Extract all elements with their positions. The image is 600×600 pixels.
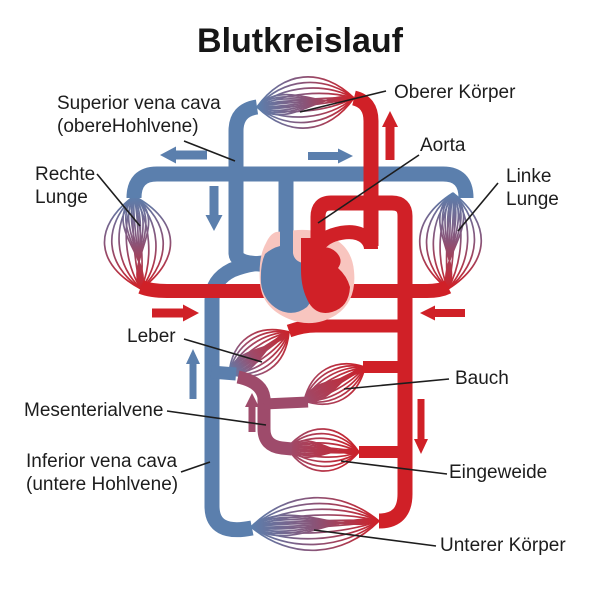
pulmonary-artery-tube <box>126 166 474 199</box>
capillary-strand <box>425 192 454 290</box>
leader-aorta <box>317 154 420 224</box>
leader-rechte-lunge <box>96 173 141 227</box>
capillary-strand <box>286 428 360 453</box>
flow-arrow-pulmonary-flow-left <box>160 146 207 164</box>
capillary-strand <box>256 95 355 116</box>
label-eingeweide: Eingeweide <box>449 462 548 483</box>
flow-arrow-aorta-flow-up <box>382 111 398 160</box>
label-line: (untere Hohlvene) <box>26 474 179 495</box>
capillary-strand <box>256 97 355 129</box>
leader-bauch <box>343 378 450 390</box>
label-unterer-koerper: Unterer Körper <box>440 535 566 556</box>
flow-arrow-svc-flow-down <box>205 186 223 231</box>
leader-unterer-koerper <box>313 529 437 547</box>
flow-arrow-pulmonary-flow-right <box>308 148 353 164</box>
leader-oberer-koerper <box>299 90 387 113</box>
flow-arrows-layer <box>152 111 465 454</box>
leader-eingeweide <box>340 460 448 475</box>
capillary-strand <box>303 366 366 406</box>
leader-leber <box>183 338 263 363</box>
capillary-strand <box>103 195 142 290</box>
label-line: Inferior vena cava <box>26 451 178 472</box>
mesenteric-branch-tube <box>263 396 309 410</box>
flow-arrow-aorta-flow-down <box>414 399 428 454</box>
heart-right-chambers <box>260 229 313 313</box>
pulmonary-vein-right-tube <box>328 280 452 298</box>
capillary-fan-rechte-lunge <box>103 195 172 290</box>
label-oberer-koerper: Oberer Körper <box>394 82 516 103</box>
flow-arrow-pulmonary-vein-flow-right <box>152 304 199 322</box>
leader-inferior-vena-cava <box>180 461 211 473</box>
superior-vena-cava-tube <box>228 99 269 273</box>
capillary-fan-bauch <box>303 362 366 406</box>
capillary-strand <box>447 192 483 290</box>
capillary-strand <box>286 447 360 472</box>
capillary-fan-linke-lunge <box>418 192 483 290</box>
label-leber: Leber <box>127 326 176 347</box>
aorta-heart-exit-tube <box>307 225 378 261</box>
label-line: Rechte <box>35 164 96 185</box>
capillary-fan-leber <box>228 328 290 378</box>
label-line: Lunge <box>35 187 88 208</box>
capillary-strand <box>256 76 355 108</box>
capillary-strand <box>228 331 290 375</box>
leader-lines <box>96 90 499 547</box>
capillary-fan-eingeweide <box>286 428 360 472</box>
capillary-strand <box>228 328 290 375</box>
aortic-arch-descending-tube <box>310 195 413 529</box>
capillary-strand <box>418 192 454 290</box>
capillary-strand <box>303 366 366 403</box>
label-bauch: Bauch <box>455 368 509 389</box>
label-inferior-vena-cava: Inferior vena cava (untere Hohlvene) <box>26 450 178 496</box>
label-line: Linke <box>506 166 552 187</box>
capillary-fans-layer <box>103 76 483 552</box>
label-mesenterialvene: Mesenterialvene <box>24 400 164 421</box>
label-line: Superior vena cava <box>57 93 221 114</box>
hepatic-artery-tube <box>286 319 404 338</box>
label-aorta: Aorta <box>420 135 466 156</box>
capillary-strand <box>133 195 172 290</box>
capillary-strand <box>447 192 476 290</box>
label-rechte-lunge: Rechte Lunge <box>35 163 95 209</box>
capillary-strand <box>250 520 380 552</box>
capillary-strand <box>303 362 366 402</box>
capillary-strand <box>122 195 144 290</box>
diagram-title: Blutkreislauf <box>197 22 403 60</box>
heart <box>259 229 355 324</box>
flow-arrow-ivc-flow-up <box>186 349 200 399</box>
label-superior-vena-cava: Superior vena cava (obereHohlvene) <box>57 92 221 138</box>
vessels-layer <box>126 99 474 538</box>
capillary-strand <box>439 192 454 290</box>
flow-arrow-portal-flow-up <box>245 393 259 432</box>
capillary-strand <box>250 502 380 528</box>
capillary-strand <box>133 195 164 290</box>
capillary-fan-unterer-koerper <box>250 496 380 552</box>
capillary-fan-oberer-koerper <box>256 76 355 129</box>
pulmonary-vein-left-tube <box>138 280 292 298</box>
capillary-strand <box>250 496 380 528</box>
aorta-group <box>307 90 413 529</box>
aorta-to-upper-body-tube <box>351 90 379 246</box>
capillary-strand <box>250 520 380 546</box>
leader-linke-lunge <box>457 182 499 232</box>
label-linke-lunge: Linke Lunge <box>506 165 559 211</box>
flow-arrow-pulmonary-vein-flow-left <box>420 305 465 321</box>
leader-mesenterialvene <box>166 410 267 426</box>
mesenteric-vein-tube <box>236 370 293 456</box>
hepatic-vein-stub <box>210 365 237 381</box>
leader-superior-vena-cava <box>183 140 236 162</box>
label-line: Lunge <box>506 189 559 210</box>
capillary-strand <box>286 447 360 459</box>
label-line: (obereHohlvene) <box>57 116 199 137</box>
